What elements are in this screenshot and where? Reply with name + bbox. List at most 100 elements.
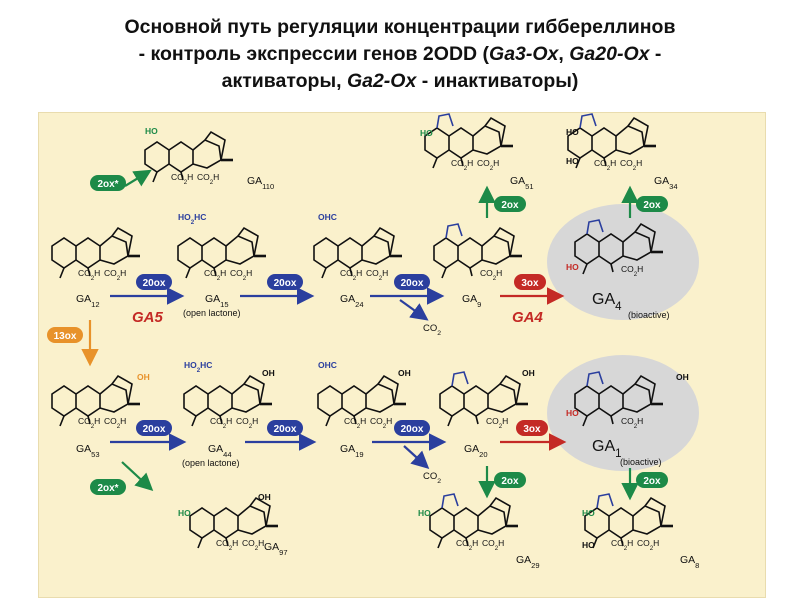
ga1-co2h-part-0: CO xyxy=(621,416,634,426)
ga8-co2h-a: CO2H xyxy=(611,538,633,552)
ga1-oh-part-0: OH xyxy=(676,372,689,382)
ga44-ring-b xyxy=(208,386,232,416)
label-ga110-part-0: GA xyxy=(247,175,262,187)
ga29-co2h-b-part-0: CO xyxy=(482,538,495,548)
ga9-methyl-1 xyxy=(442,268,446,278)
enzyme-2ox-ga9-ga51: 2ox xyxy=(494,196,526,212)
label-ga29-part-0: GA xyxy=(516,554,531,566)
label-ga44-part-0: GA xyxy=(208,443,223,455)
ga97-co2h-a-part-0: CO xyxy=(216,538,229,548)
ga51-co2h-b-part-2: H xyxy=(493,158,499,168)
ga9-methyl-2 xyxy=(470,268,472,276)
label-ga53: GA53 xyxy=(76,443,100,459)
ga53-oh-part-0: OH xyxy=(137,372,150,382)
label-ga8-part-1: 8 xyxy=(695,561,699,570)
label-ga29: GA29 xyxy=(516,554,540,570)
ga110-ho: HO xyxy=(145,126,158,136)
ga8-co2h-a-part-0: CO xyxy=(611,538,624,548)
ga44-ho2hc: HO2HC xyxy=(184,360,212,374)
ga44-co2h-a-part-2: H xyxy=(226,416,232,426)
enzyme-3ox-ga9-ga4: 3ox xyxy=(514,274,546,290)
enzyme-20ox-ga44-ga19: 20ox xyxy=(267,420,303,436)
label-ga4-part-0: GA xyxy=(592,291,615,308)
ga44-ho2hc-part-0: HO xyxy=(184,360,197,370)
label-ga19-part-1: 19 xyxy=(355,450,363,459)
label-ga8-part-0: GA xyxy=(680,554,695,566)
ga97-oh: OH xyxy=(258,492,271,502)
ga19-co2h-b-part-0: CO xyxy=(370,416,383,426)
ga34-ring-b xyxy=(592,128,616,158)
label-ga15: GA15 xyxy=(205,293,229,309)
ga24-ring-a xyxy=(314,238,338,268)
ga34-co2h-b: CO2H xyxy=(620,158,642,172)
ga29-co2h-b-part-2: H xyxy=(498,538,504,548)
enzyme-2ox-ga4-ga34: 2ox xyxy=(636,196,668,212)
ga34-ho-top: HO xyxy=(566,127,579,137)
note-ga44: (open lactone) xyxy=(182,458,240,468)
ga110-ho-part-0: HO xyxy=(145,126,158,136)
label-ga97-part-0: GA xyxy=(264,541,279,553)
ga19-ohc: OHC xyxy=(318,360,337,370)
label-ga19: GA19 xyxy=(340,443,364,459)
ga12-methyl-1 xyxy=(60,268,64,278)
ga20-co2h-part-2: H xyxy=(502,416,508,426)
ga15-co2h-a: CO2H xyxy=(204,268,226,282)
ga20-lactone xyxy=(452,372,468,386)
arrow-co2-top xyxy=(400,300,425,318)
ga24-ohc: OHC xyxy=(318,212,337,222)
co2-bottom: CO2 xyxy=(423,471,441,485)
ga53-ring-c xyxy=(100,384,128,412)
ga53-ring-d xyxy=(112,376,132,404)
ga51-ho-part-0: HO xyxy=(420,128,433,138)
ga110-ring-d xyxy=(205,132,225,160)
ga29-methyl-1 xyxy=(438,538,442,548)
ga20-methyl-1 xyxy=(448,416,452,426)
ga110-methyl-1 xyxy=(153,172,157,182)
ga29-ring-a xyxy=(430,508,454,538)
ga97-co2h-a-part-2: H xyxy=(232,538,238,548)
enzyme-13ox: 13ox xyxy=(47,327,83,343)
enzyme-2ox-ga9-ga51-text: 2ox xyxy=(501,200,519,211)
enzyme-20ox-ga19-ga20: 20ox xyxy=(394,420,430,436)
ga51-co2h-b-part-0: CO xyxy=(477,158,490,168)
label-ga20-part-1: 20 xyxy=(479,450,487,459)
ga8-ring-d xyxy=(645,498,665,526)
molecule-ga20 xyxy=(440,372,528,426)
ga12-co2h-a-part-0: CO xyxy=(78,268,91,278)
enzyme-3ox-ga9-ga4-text: 3ox xyxy=(521,278,539,289)
ga20-ring-c xyxy=(488,384,516,412)
label-ga19-part-0: GA xyxy=(340,443,355,455)
ga97-ring-c xyxy=(238,506,266,534)
ga19-oh: OH xyxy=(398,368,411,378)
ga97-ho-part-0: HO xyxy=(178,508,191,518)
enzyme-20ox-ga12-ga15: 20ox xyxy=(136,274,172,290)
ga19-co2h-a: CO2H xyxy=(344,416,366,430)
arrow-ga12-ga110 xyxy=(125,172,148,186)
ga24-co2h-a-part-0: CO xyxy=(340,268,353,278)
ga12-co2h-b: CO2H xyxy=(104,268,126,282)
ga4-ho: HO xyxy=(566,262,579,272)
ga4-co2h-part-0: CO xyxy=(621,264,634,274)
ga8-co2h-a-part-2: H xyxy=(627,538,633,548)
ga110-co2h-a-part-2: H xyxy=(187,172,193,182)
ga110-co2h-b-part-0: CO xyxy=(197,172,210,182)
note-ga4: (bioactive) xyxy=(628,310,670,320)
ga110-co2h-a-part-0: CO xyxy=(171,172,184,182)
ga8-ho-top-part-0: HO xyxy=(582,508,595,518)
ga15-co2h-a-part-2: H xyxy=(220,268,226,278)
co2-bottom-part-0: CO xyxy=(423,471,437,482)
enzyme-20ox-ga19-ga20-text: 20ox xyxy=(401,424,424,435)
ga12-ring-d xyxy=(112,228,132,256)
label-ga12-part-1: 12 xyxy=(91,300,99,309)
ga29-co2h-a-part-2: H xyxy=(472,538,478,548)
ga24-co2h-b-part-2: H xyxy=(382,268,388,278)
label-ga97: GA97 xyxy=(264,541,288,557)
ga29-ring-b xyxy=(454,508,478,538)
ga34-co2h-a-part-2: H xyxy=(610,158,616,168)
label-ga9-part-0: GA xyxy=(462,293,477,305)
label-ga34: GA34 xyxy=(654,175,678,191)
ga97-methyl-1 xyxy=(198,538,202,548)
ga29-ring-d xyxy=(490,498,510,526)
enzyme-2ox-star-ga12-ga110-text: 2ox* xyxy=(97,179,118,190)
ga9-co2h-part-0: CO xyxy=(480,268,493,278)
